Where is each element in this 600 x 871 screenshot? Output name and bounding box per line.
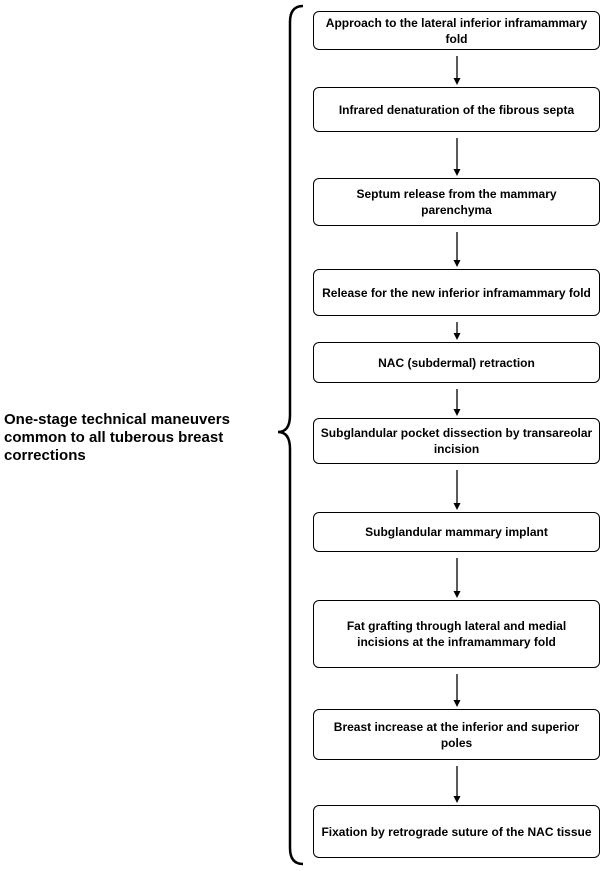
- arrow-head-9: [453, 796, 461, 803]
- group-label: One-stage technical maneuvers common to …: [4, 411, 230, 464]
- arrow-group: [453, 56, 461, 803]
- step-9-breast-increase: Breast increase at the inferior and supe…: [313, 709, 600, 760]
- step-7-subglandular-implant: Subglandular mammary implant: [313, 512, 600, 552]
- arrow-head-2: [453, 169, 461, 176]
- arrow-head-3: [453, 260, 461, 267]
- step-1-approach-lateral-fold: Approach to the lateral inferior inframa…: [313, 11, 600, 50]
- step-10-fixation-retrograde-suture: Fixation by retrograde suture of the NAC…: [313, 805, 600, 858]
- arrow-head-1: [453, 78, 461, 85]
- step-4-new-inframammary-fold: Release for the new inferior inframammar…: [313, 269, 600, 316]
- arrow-head-8: [453, 700, 461, 707]
- grouping-brace: [277, 4, 304, 866]
- step-2-infrared-denaturation: Infrared denaturation of the fibrous sep…: [313, 87, 600, 132]
- step-8-fat-grafting: Fat grafting through lateral and medial …: [313, 600, 600, 668]
- step-6-subglandular-pocket-dissection: Subglandular pocket dissection by transa…: [313, 418, 600, 464]
- arrow-head-5: [453, 409, 461, 416]
- step-5-nac-retraction: NAC (subdermal) retraction: [313, 342, 600, 383]
- arrow-head-7: [453, 591, 461, 598]
- arrow-head-4: [453, 333, 461, 340]
- arrow-head-6: [453, 503, 461, 510]
- step-3-septum-release: Septum release from the mammary parenchy…: [313, 178, 600, 226]
